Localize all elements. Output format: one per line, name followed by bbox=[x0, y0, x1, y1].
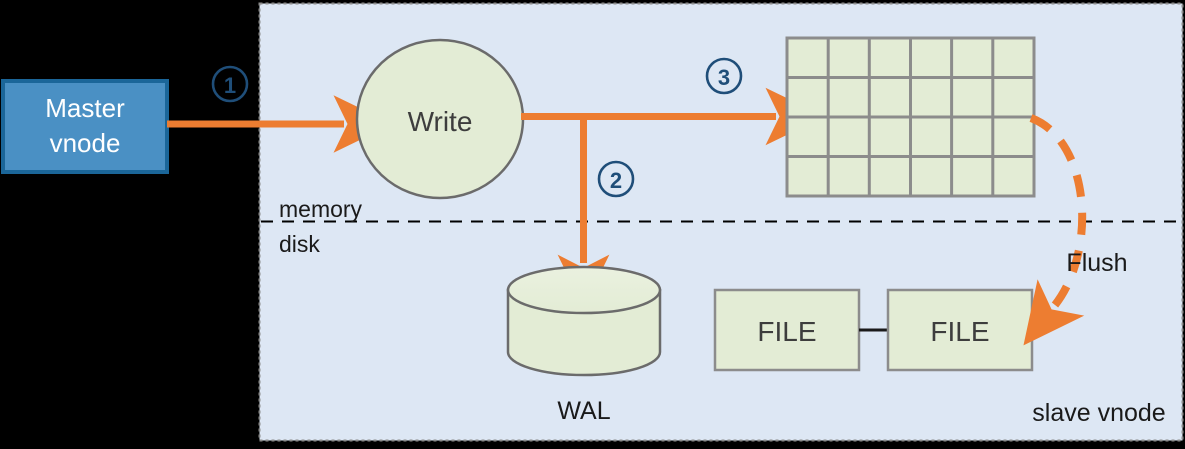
write-output-arrows bbox=[521, 87, 825, 308]
memory-table[interactable] bbox=[785, 36, 1036, 198]
master-vnode-label-line1: Master bbox=[45, 93, 125, 123]
flush-arrow: Flush bbox=[1023, 114, 1128, 346]
wal-label: WAL bbox=[557, 397, 610, 425]
memory-disk-divider: memory disk bbox=[261, 196, 1182, 257]
step-1-badge: 1 bbox=[211, 65, 249, 103]
master-vnode-label-line2: vnode bbox=[50, 128, 121, 158]
wal-cylinder-top bbox=[506, 265, 662, 315]
step-2-number: 2 bbox=[610, 168, 622, 193]
flush-label: Flush bbox=[1066, 249, 1127, 277]
master-vnode-box[interactable]: Master vnode bbox=[1, 79, 169, 174]
file-box-1[interactable]: FILE bbox=[713, 288, 861, 372]
file-box-1-rect[interactable] bbox=[713, 288, 861, 372]
file-box-2-label: FILE bbox=[930, 316, 989, 347]
write-node-label: Write bbox=[408, 106, 473, 137]
step-2-circle bbox=[597, 160, 635, 198]
file-box-2[interactable]: FILE bbox=[886, 288, 1034, 372]
file-box-2-rect[interactable] bbox=[886, 288, 1034, 372]
wal-cylinder[interactable]: WAL bbox=[506, 265, 662, 425]
step-2-badge: 2 bbox=[597, 160, 635, 198]
step-1-number: 1 bbox=[224, 73, 236, 98]
step-3-number: 3 bbox=[718, 65, 730, 90]
slave-vnode-label: slave vnode bbox=[1032, 399, 1165, 427]
memory-label: memory bbox=[279, 196, 363, 222]
step-3-circle bbox=[705, 57, 743, 95]
file-box-1-label: FILE bbox=[757, 316, 816, 347]
step-3-badge: 3 bbox=[705, 57, 743, 95]
disk-label: disk bbox=[279, 231, 320, 257]
step-1-circle bbox=[211, 65, 249, 103]
write-node[interactable]: Write bbox=[355, 38, 525, 200]
